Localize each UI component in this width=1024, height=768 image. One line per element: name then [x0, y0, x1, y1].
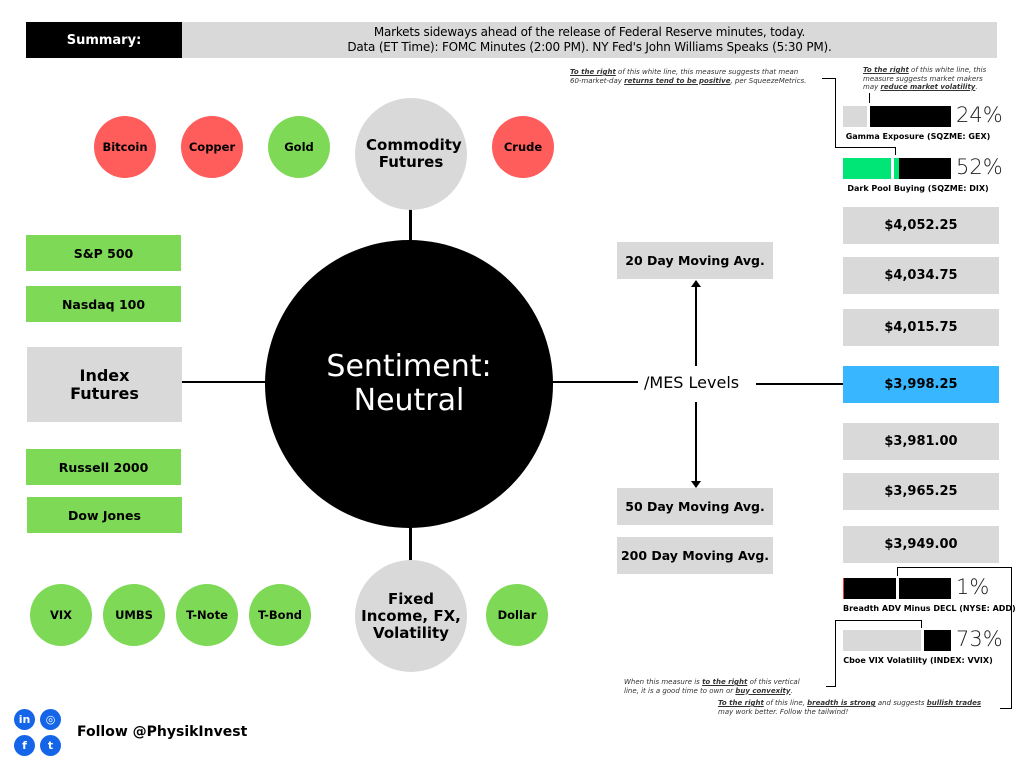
dix-pct: 52% [956, 155, 1003, 179]
linkedin-icon[interactable]: in [14, 709, 35, 730]
vvix-connector-h2 [826, 686, 836, 687]
summary-line-2: Data (ET Time): FOMC Minutes (2:00 PM). … [347, 40, 832, 54]
connector-left [182, 381, 267, 383]
dix-note: To the right of this white line, this me… [570, 68, 807, 85]
mes-level: $3,981.00 [843, 423, 999, 460]
fi-dollar: Dollar [486, 584, 548, 646]
connector-bottom [409, 527, 412, 561]
fixed-income-hub: Fixed Income, FX, Volatility [355, 560, 467, 672]
vvix-gauge-fill [843, 630, 921, 651]
add-gauge-marker [896, 578, 899, 599]
add-connector-h [897, 567, 1011, 568]
sentiment-label: Sentiment: [326, 349, 492, 384]
gex-gauge-fill [843, 106, 867, 127]
connector-top [409, 208, 412, 242]
dix-gauge [843, 158, 951, 179]
gex-gauge [843, 106, 951, 127]
mes-level: $3,965.25 [843, 473, 999, 510]
dix-caption: Dark Pool Buying (SQZME: DIX) [847, 184, 989, 193]
gex-caption: Gamma Exposure (SQZME: GEX) [845, 132, 991, 141]
commodity-futures-hub: Commodity Futures [355, 98, 467, 210]
add-caption: Breadth ADV Minus DECL (NYSE: ADD) [843, 604, 1016, 613]
fi-tnote: T-Note [176, 584, 238, 646]
fi-vix: VIX [30, 584, 92, 646]
connector-right [552, 381, 638, 383]
add-gauge-fill [843, 578, 844, 599]
commodity-bitcoin: Bitcoin [94, 116, 156, 178]
vvix-note: When this measure is to the right of thi… [624, 678, 800, 695]
instagram-icon[interactable]: ◎ [40, 709, 61, 730]
mes-level: $4,015.75 [843, 309, 999, 346]
arrow-down-icon [691, 481, 701, 488]
index-russell2000: Russell 2000 [26, 449, 181, 485]
sentiment-value: Neutral [353, 383, 465, 418]
dix-connector-h [822, 78, 836, 79]
mes-level: $3,949.00 [843, 526, 999, 563]
ma-50-day: 50 Day Moving Avg. [617, 488, 773, 525]
dix-connector-h2 [835, 147, 895, 148]
commodity-copper: Copper [181, 116, 243, 178]
add-note: To the right of this line, breadth is st… [718, 699, 981, 716]
vvix-gauge-rest [924, 630, 951, 651]
commodity-gold: Gold [268, 116, 330, 178]
mes-levels-label: /MES Levels [638, 373, 746, 392]
gex-note: To the right of this white line, this me… [863, 66, 987, 91]
index-sp500: S&P 500 [26, 235, 181, 271]
gex-gauge-marker [867, 106, 870, 127]
vvix-gauge [843, 630, 951, 651]
add-gauge-rest [899, 578, 951, 599]
mes-level: $4,052.25 [843, 207, 999, 244]
vvix-connector-v [835, 620, 836, 686]
arrow-down-line [695, 402, 697, 482]
add-arrow [897, 567, 898, 576]
vvix-arrow [921, 620, 922, 628]
follow-link[interactable]: Follow @PhysikInvest [77, 724, 248, 740]
add-pct: 1% [956, 575, 990, 599]
vvix-connector-h [835, 620, 921, 621]
gex-gauge-rest [870, 106, 951, 127]
connector-mes-levels [756, 383, 844, 385]
index-dowjones: Dow Jones [27, 497, 182, 533]
gex-pct: 24% [956, 103, 1003, 127]
add-connector-v [1011, 567, 1012, 708]
commodity-crude: Crude [492, 116, 554, 178]
gex-arrow [869, 93, 870, 103]
fi-umbs: UMBS [103, 584, 165, 646]
summary-line-1: Markets sideways ahead of the release of… [373, 25, 806, 39]
vvix-gauge-marker [921, 630, 924, 651]
summary-label: Summary: [26, 22, 182, 58]
dix-gauge-fill [843, 158, 891, 179]
arrow-up-icon [691, 280, 701, 287]
mes-level-current: $3,998.25 [843, 366, 999, 403]
vvix-pct: 73% [956, 627, 1003, 651]
add-gauge-rest-1 [844, 578, 896, 599]
twitter-icon[interactable]: t [40, 735, 61, 756]
ma-20-day: 20 Day Moving Avg. [617, 242, 773, 279]
index-futures-hub: Index Futures [27, 347, 182, 422]
sentiment-circle: Sentiment: Neutral [265, 240, 553, 528]
vvix-caption: Cboe VIX Volatility (INDEX: VVIX) [843, 656, 993, 665]
dix-gauge-fill-2 [894, 158, 899, 179]
dix-gauge-rest [899, 158, 951, 179]
index-nasdaq100: Nasdaq 100 [26, 286, 181, 322]
ma-200-day: 200 Day Moving Avg. [617, 537, 773, 574]
mes-level: $4,034.75 [843, 257, 999, 294]
dix-connector-v2 [895, 147, 896, 155]
dix-connector-v [835, 78, 836, 147]
add-gauge [843, 578, 951, 599]
add-connector-h2 [1000, 708, 1012, 709]
summary-text: Markets sideways ahead of the release of… [182, 22, 997, 58]
facebook-icon[interactable]: f [14, 735, 35, 756]
dix-gauge-marker [891, 158, 894, 179]
arrow-up-line [695, 286, 697, 366]
fi-tbond: T-Bond [249, 584, 311, 646]
